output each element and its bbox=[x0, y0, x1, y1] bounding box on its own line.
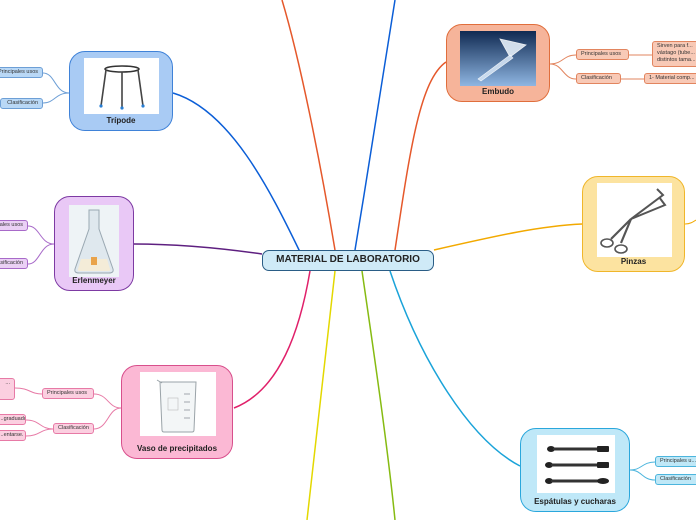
node-embudo[interactable]: Embudo bbox=[446, 24, 550, 102]
node-title: Trípode bbox=[106, 116, 136, 125]
beaker-image bbox=[140, 372, 216, 436]
node-espatulas[interactable]: Espátulas y cucharas bbox=[520, 428, 630, 512]
tag-clasificacion[interactable]: Clasificación bbox=[53, 423, 94, 434]
tongs-image bbox=[597, 183, 672, 257]
tripod-image bbox=[84, 58, 159, 114]
tag-principales-usos[interactable]: Principales usos bbox=[0, 67, 43, 78]
detail-clasificacion[interactable]: 1- Material comp... bbox=[644, 73, 696, 84]
branch-erlenmeyer bbox=[133, 243, 263, 255]
node-title: Vaso de precipitados bbox=[136, 444, 218, 453]
node-erlenmeyer[interactable]: Erlenmeyer bbox=[54, 196, 134, 291]
tag-principales-usos[interactable]: Principales usos bbox=[576, 49, 629, 60]
branch-espatulas bbox=[389, 270, 521, 467]
node-tripode[interactable]: Trípode bbox=[69, 51, 173, 131]
branch-bottom-green bbox=[361, 270, 396, 520]
tag-principales-usos[interactable]: Principales u... bbox=[655, 456, 696, 467]
spatulas-image bbox=[537, 435, 615, 493]
node-vaso-precipitados[interactable]: Vaso de precipitados bbox=[121, 365, 233, 459]
branch-top-orange bbox=[281, 0, 336, 251]
detail-uso[interactable]: ... bbox=[0, 378, 15, 400]
tag-clasificacion[interactable]: Clasificación bbox=[655, 474, 696, 485]
node-title: Pinzas bbox=[620, 257, 647, 266]
tag-principales-usos[interactable]: Principales usos bbox=[0, 220, 28, 231]
detail-uso[interactable]: Sirven para f... vástago (tube... distin… bbox=[652, 41, 696, 67]
detail-clasificacion-1[interactable]: ...graduado. bbox=[0, 414, 26, 425]
node-title: Embudo bbox=[482, 87, 514, 96]
tag-clasificacion[interactable]: Clasificación bbox=[0, 98, 43, 109]
branch-vaso bbox=[233, 270, 311, 409]
detail-clasificacion-2[interactable]: ...entarse. bbox=[0, 430, 26, 441]
erlenmeyer-flask-image bbox=[69, 205, 119, 277]
branch-pinzas bbox=[433, 223, 583, 251]
node-title: Erlenmeyer bbox=[72, 276, 116, 285]
node-title: Espátulas y cucharas bbox=[534, 497, 616, 506]
branch-bottom-yellow bbox=[306, 270, 336, 520]
tag-clasificacion[interactable]: Clasificación bbox=[0, 258, 28, 269]
branch-top-blue bbox=[354, 0, 396, 251]
branch-tripode bbox=[172, 92, 301, 253]
central-topic[interactable]: MATERIAL DE LABORATORIO bbox=[262, 250, 434, 271]
tag-principales-usos[interactable]: Principales usos bbox=[42, 388, 94, 399]
funnel-image bbox=[460, 31, 536, 86]
tag-clasificacion[interactable]: Clasificación bbox=[576, 73, 621, 84]
node-pinzas[interactable]: Pinzas bbox=[582, 176, 685, 272]
branch-embudo bbox=[394, 61, 447, 251]
